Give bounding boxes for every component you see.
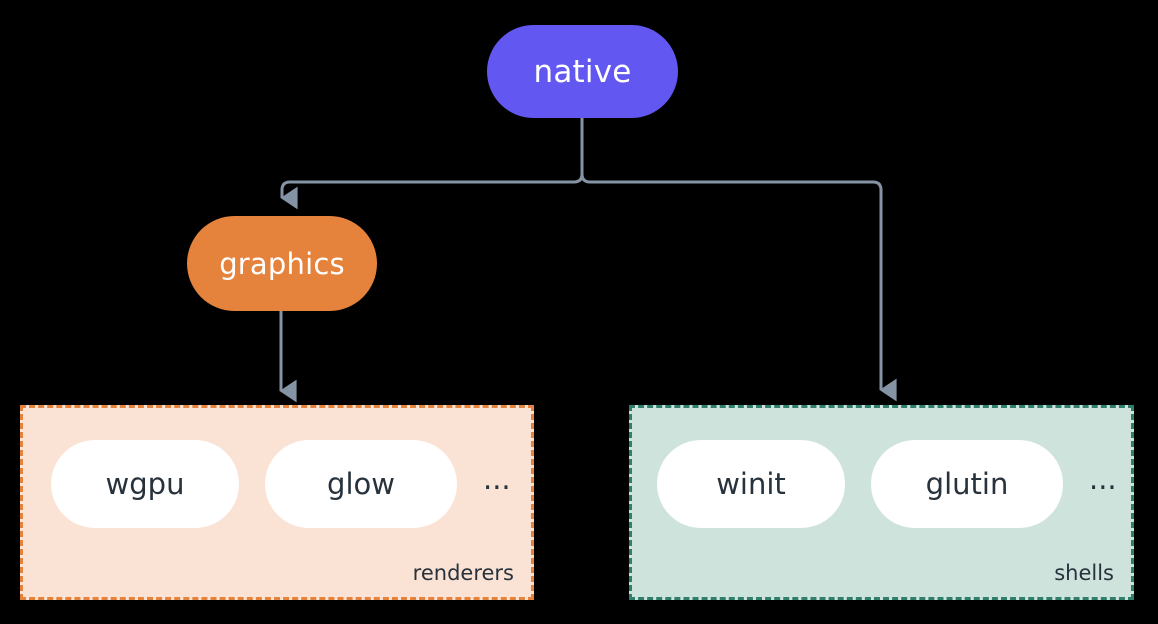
edge-native-to-graphics [280,118,584,210]
group-shells-caption: shells [1054,561,1114,585]
chip-glutin[interactable]: glutin [871,440,1063,528]
group-renderers-items: wgpu glow ... [23,440,531,528]
group-shells: winit glutin ... shells [629,405,1134,600]
shells-more-indicator: ... [1089,461,1117,496]
chip-glow[interactable]: glow [265,440,457,528]
group-renderers: wgpu glow ... renderers [20,405,534,600]
group-renderers-caption: renderers [412,561,514,585]
chip-wgpu[interactable]: wgpu [51,440,239,528]
chip-winit[interactable]: winit [657,440,845,528]
renderers-more-indicator: ... [483,461,511,496]
node-native[interactable]: native [487,25,678,118]
group-shells-items: winit glutin ... [632,440,1131,528]
edge-native-to-shells [580,118,897,402]
node-graphics[interactable]: graphics [187,216,377,311]
